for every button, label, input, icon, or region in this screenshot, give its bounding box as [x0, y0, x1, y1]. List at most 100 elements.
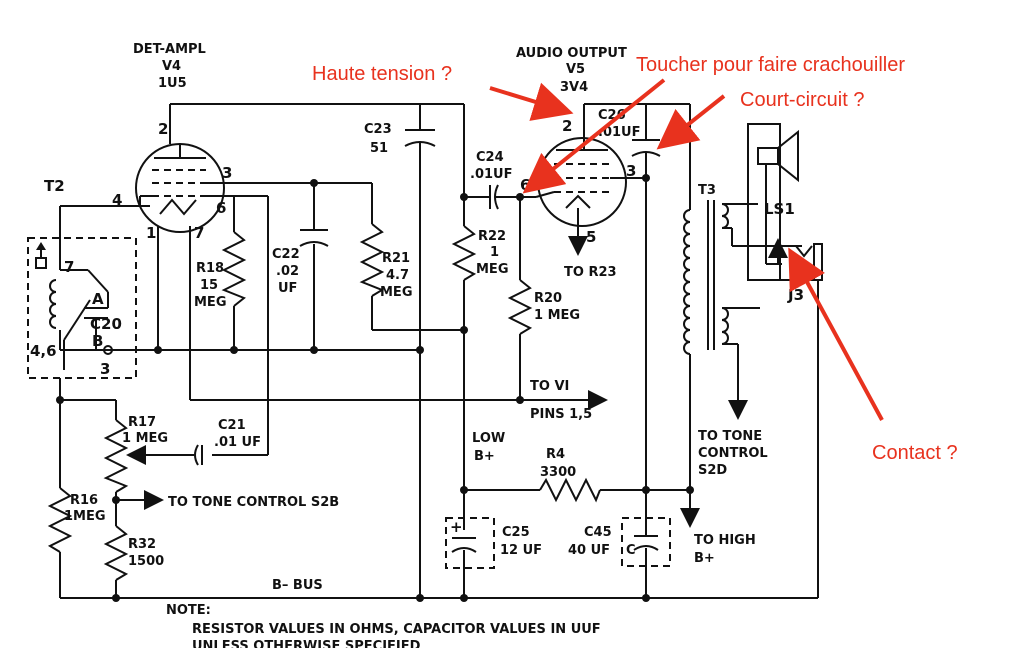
potentiometer-r17 — [103, 419, 129, 493]
v4-pin-4: 4 — [112, 191, 122, 209]
v4-name-label: V4 — [162, 59, 181, 74]
r21-value: 4.7 — [386, 268, 409, 283]
c45-value: 40 UF — [568, 543, 610, 558]
c21-name: C21 — [218, 418, 246, 433]
v5-pin-3: 3 — [626, 162, 636, 180]
c26-value: .01UF — [598, 125, 640, 140]
v4-type-label: 1U5 — [158, 76, 187, 91]
c20-terminal-b: B — [92, 332, 103, 350]
resistor-r4 — [539, 477, 601, 503]
t2-pin-7: 7 — [64, 258, 74, 276]
v4-pin-6: 6 — [216, 199, 226, 217]
c26-name: C26 — [598, 108, 626, 123]
v4-pin-7: 7 — [194, 224, 204, 242]
v5-pin-5: 5 — [586, 228, 596, 246]
c25-value: 12 UF — [500, 543, 542, 558]
resistor-r22 — [451, 225, 477, 281]
c45-c-mark: C — [626, 543, 636, 558]
arrow-short-circuit — [656, 94, 726, 150]
v4-function-label: DET-AMPL — [133, 42, 206, 57]
r32-value: 1500 — [128, 554, 164, 569]
v5-pin-6: 6 — [520, 176, 530, 194]
r20-value: 1 MEG — [534, 308, 580, 323]
to-high-bplus-line1: TO HIGH — [694, 533, 756, 548]
pins-15-label: PINS 1,5 — [530, 407, 592, 422]
speaker-output — [721, 123, 823, 598]
v4-pin-3: 3 — [222, 164, 232, 182]
transformer-t2 — [27, 237, 158, 379]
r16-name: R16 — [70, 493, 98, 508]
v5-name-label: V5 — [566, 62, 585, 77]
to-v1-label: TO VI — [530, 379, 569, 394]
low-bplus-line2: B+ — [474, 449, 495, 464]
output-network — [584, 103, 715, 520]
v5-type-label: 3V4 — [560, 80, 588, 95]
to-high-bplus-line2: B+ — [694, 551, 715, 566]
low-bplus-line1: LOW — [472, 431, 505, 446]
resistor-r32 — [103, 525, 129, 581]
resistor-r16 — [47, 487, 73, 553]
to-r23-label: TO R23 — [564, 265, 617, 280]
v5-function-label: AUDIO OUTPUT — [516, 46, 627, 61]
c24-name: C24 — [476, 150, 504, 165]
to-tone-s2d-line1: TO TONE — [698, 429, 762, 444]
power-supply — [445, 477, 700, 598]
c45-name: C45 — [584, 525, 612, 540]
speaker-cone — [777, 129, 799, 183]
c23-value: 51 — [370, 141, 388, 156]
jack-j3 — [813, 243, 823, 281]
c25-housing — [445, 517, 495, 569]
v4-wiring — [59, 103, 608, 455]
capacitor-c23 — [404, 104, 436, 598]
c23-name: C23 — [364, 122, 392, 137]
tube-v4 — [135, 143, 230, 233]
v5-envelope — [537, 137, 627, 227]
b-bus-label: B– BUS — [272, 578, 323, 593]
r16-value: 1MEG — [64, 509, 106, 524]
c22-unit: UF — [278, 281, 297, 296]
c25-plus: + — [450, 518, 463, 536]
t2-label: T2 — [44, 177, 65, 195]
to-tone-s2d-line3: S2D — [698, 463, 727, 478]
v5-filament — [565, 194, 591, 209]
v5-pin-2: 2 — [562, 117, 572, 135]
capacitor-c22 — [299, 229, 329, 247]
b-minus-bus — [60, 594, 818, 602]
r21-unit: MEG — [380, 285, 413, 300]
ls1-label: LS1 — [764, 200, 795, 218]
r4-name: R4 — [546, 447, 565, 462]
r17-value: 1 MEG — [122, 431, 168, 446]
annotation-high-voltage: Haute tension ? — [312, 63, 452, 85]
c24-value: .01UF — [470, 167, 512, 182]
common-rail — [103, 345, 424, 355]
arrow-high-voltage — [489, 82, 574, 121]
j3-label: J3 — [787, 286, 804, 304]
arrow-contact — [788, 247, 884, 421]
r18-name: R18 — [196, 261, 224, 276]
resistor-r18 — [221, 231, 247, 307]
c25-name: C25 — [502, 525, 530, 540]
r22-unit: MEG — [476, 262, 509, 277]
r17-name: R17 — [128, 415, 156, 430]
to-tone-control-s2b: TO TONE CONTROL S2B — [168, 495, 339, 510]
t3-label: T3 — [698, 183, 716, 198]
r22-name: R22 — [478, 229, 506, 244]
v4-pin-2: 2 — [158, 120, 168, 138]
c21-value: .01 UF — [214, 435, 261, 450]
resistor-r20 — [507, 279, 533, 335]
r22-value: 1 — [490, 245, 499, 260]
c20-label: C20 — [90, 315, 122, 333]
r4-value: 3300 — [540, 465, 576, 480]
t2-pin-3: 3 — [100, 360, 110, 378]
r20-name: R20 — [534, 291, 562, 306]
note-line-2: UNLESS OTHERWISE SPECIFIED — [192, 639, 421, 648]
note-title: NOTE: — [166, 603, 211, 618]
c22-value: .02 — [276, 264, 299, 279]
t2-pin-46: 4,6 — [30, 342, 57, 360]
v4-pin-1: 1 — [146, 224, 156, 242]
annotation-touch-crackle: Toucher pour faire crachouiller — [636, 54, 905, 76]
c22-name: C22 — [272, 247, 300, 262]
r18-value: 15 — [200, 278, 218, 293]
annotation-short-circuit: Court-circuit ? — [740, 89, 864, 111]
